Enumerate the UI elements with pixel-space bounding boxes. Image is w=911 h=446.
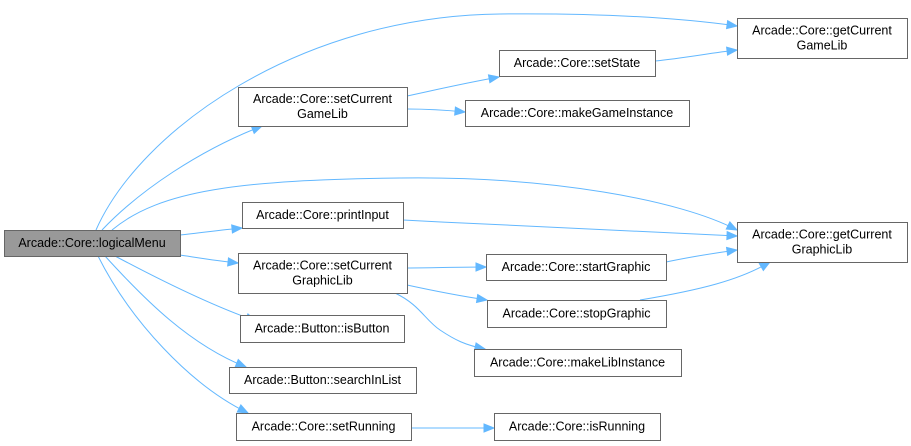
edge-setCurrentGraphicLib-to-stopGraphic <box>406 284 489 304</box>
arrowhead-icon <box>725 246 739 257</box>
node-label: GraphicLib <box>792 243 852 257</box>
node-label: Arcade::Core::stopGraphic <box>503 307 651 321</box>
edge-logicalMenu-to-setCurrentGraphicLib <box>179 254 240 267</box>
edge-logicalMenu-to-getCurrentGraphicLib <box>111 177 739 231</box>
node-printInput[interactable]: Arcade::Core::printInput <box>242 202 404 229</box>
arrowhead-icon <box>726 230 739 241</box>
edge-line <box>402 219 738 237</box>
node-box <box>494 413 661 441</box>
nodes-layer: Arcade::Core::logicalMenuArcade::Core::s… <box>4 18 908 441</box>
node-box <box>465 100 690 127</box>
node-box <box>486 254 667 281</box>
edge-line <box>104 255 247 368</box>
node-label: Arcade::Core::logicalMenu <box>18 236 165 250</box>
edge-printInput-to-getCurrentGraphicLib <box>402 219 739 241</box>
node-label: Arcade::Core::makeGameInstance <box>481 106 673 120</box>
edge-logicalMenu-to-searchInList <box>104 255 248 368</box>
arrowhead-icon <box>227 257 240 267</box>
node-box <box>499 50 656 77</box>
edge-setCurrentGameLib-to-makeGameInstance <box>406 106 467 116</box>
arrowhead-icon <box>758 261 772 272</box>
node-label: GameLib <box>797 39 848 53</box>
node-isButton[interactable]: Arcade::Button::isButton <box>240 315 405 343</box>
node-box <box>487 300 667 328</box>
node-box <box>229 367 417 394</box>
node-label: GraphicLib <box>292 274 352 288</box>
node-box <box>474 349 682 377</box>
node-label: Arcade::Button::isButton <box>255 322 390 336</box>
edge-setRunning-to-isRunning <box>411 423 496 433</box>
node-label: Arcade::Core::startGraphic <box>502 260 651 274</box>
edge-line <box>111 177 738 231</box>
node-stopGraphic[interactable]: Arcade::Core::stopGraphic <box>487 300 667 328</box>
arrowhead-icon <box>231 224 244 234</box>
node-label: Arcade::Button::searchInList <box>244 373 402 387</box>
arrowhead-icon <box>454 106 467 116</box>
edge-startGraphic-to-getCurrentGraphicLib <box>665 246 739 263</box>
node-makeGameInstance[interactable]: Arcade::Core::makeGameInstance <box>465 100 690 127</box>
node-label: Arcade::Core::setCurrent <box>253 92 392 106</box>
edges-layer <box>95 13 772 433</box>
node-setState[interactable]: Arcade::Core::setState <box>499 50 656 77</box>
arrowhead-icon <box>475 293 489 304</box>
edge-logicalMenu-to-setCurrentGameLib <box>101 125 264 231</box>
node-label: Arcade::Core::makeLibInstance <box>490 356 665 370</box>
edge-logicalMenu-to-setRunning <box>97 255 250 414</box>
node-startGraphic[interactable]: Arcade::Core::startGraphic <box>486 254 667 281</box>
edge-line <box>665 249 738 263</box>
arrowhead-icon <box>234 358 248 368</box>
node-box <box>240 315 405 343</box>
edge-line <box>406 266 487 269</box>
edge-line <box>97 255 249 414</box>
edge-logicalMenu-to-getCurrentGameLib <box>95 13 739 231</box>
node-box <box>242 202 404 229</box>
node-label: Arcade::Core::getCurrent <box>752 24 892 38</box>
node-makeLibInstance[interactable]: Arcade::Core::makeLibInstance <box>474 349 682 377</box>
node-box <box>737 222 908 263</box>
edge-setCurrentGraphicLib-to-startGraphic <box>406 262 488 272</box>
edge-line <box>406 284 488 301</box>
node-label: Arcade::Core::setState <box>514 56 641 70</box>
edge-line <box>95 13 738 231</box>
node-box <box>4 230 181 257</box>
node-setRunning[interactable]: Arcade::Core::setRunning <box>236 413 412 441</box>
edge-line <box>101 125 263 231</box>
edge-line <box>406 76 500 97</box>
edge-setCurrentGameLib-to-setState <box>406 74 501 97</box>
node-box <box>238 253 408 294</box>
arrowhead-icon <box>487 74 501 84</box>
node-label: Arcade::Core::getCurrent <box>752 228 892 242</box>
arrowhead-icon <box>726 46 739 56</box>
edge-line <box>394 292 486 350</box>
node-label: GameLib <box>297 107 348 121</box>
node-label: Arcade::Core::setCurrent <box>253 259 392 273</box>
arrowhead-icon <box>483 423 496 433</box>
node-label: Arcade::Core::isRunning <box>509 420 645 434</box>
node-logicalMenu[interactable]: Arcade::Core::logicalMenu <box>4 230 181 257</box>
edge-setState-to-getCurrentGameLib <box>654 46 739 62</box>
arrowhead-icon <box>725 19 739 30</box>
arrowhead-icon <box>725 221 739 231</box>
arrowhead-icon <box>236 404 250 414</box>
node-box <box>737 18 908 59</box>
node-isRunning[interactable]: Arcade::Core::isRunning <box>494 413 661 441</box>
edge-line <box>654 49 738 62</box>
edge-setCurrentGraphicLib-to-makeLibInstance <box>394 292 487 352</box>
edge-line <box>114 255 257 322</box>
edge-logicalMenu-to-printInput <box>179 224 244 236</box>
node-box <box>236 413 412 441</box>
edge-line <box>639 261 771 301</box>
node-box <box>238 87 408 127</box>
node-label: Arcade::Core::setRunning <box>252 420 396 434</box>
arrowhead-icon <box>475 262 488 272</box>
node-label: Arcade::Core::printInput <box>256 208 389 222</box>
arrowhead-icon <box>250 125 264 135</box>
node-searchInList[interactable]: Arcade::Button::searchInList <box>229 367 417 394</box>
